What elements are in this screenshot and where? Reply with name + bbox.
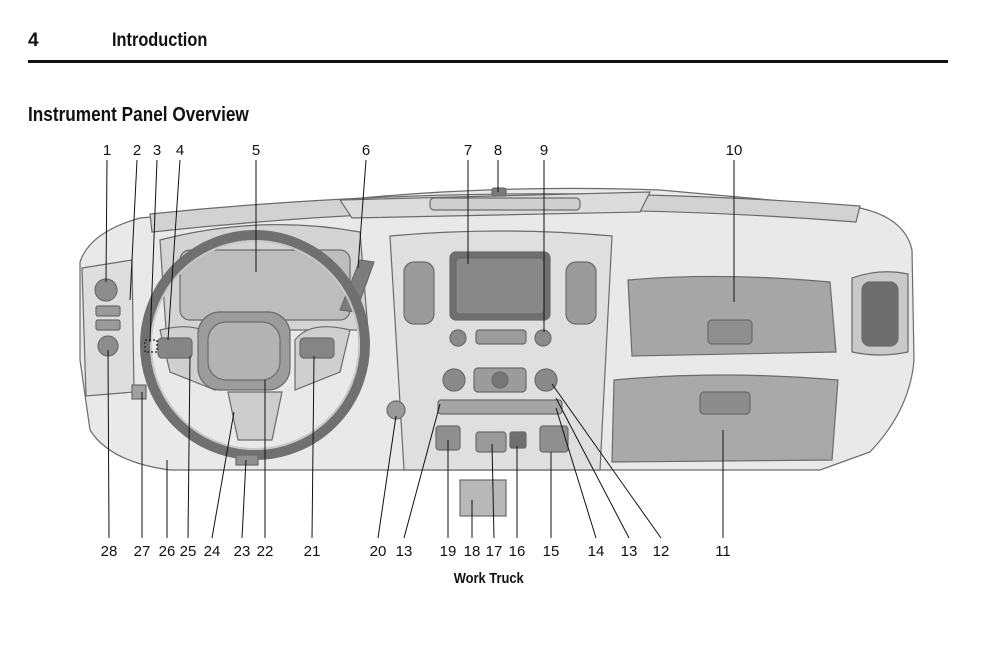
callout-26: 26 [159,543,176,560]
callout-19: 19 [440,543,457,560]
callout-5: 5 [252,142,260,159]
leader-lines [105,159,735,539]
callout-15: 15 [543,543,560,560]
callout-7: 7 [464,142,472,159]
callout-13-left: 13 [396,543,413,560]
callout-4: 4 [176,142,184,159]
callout-1: 1 [103,142,111,159]
callout-25: 25 [180,543,197,560]
callout-2: 2 [133,142,141,159]
callout-20: 20 [370,543,387,560]
figure-caption: Work Truck [0,570,978,587]
callout-23: 23 [234,543,251,560]
callout-16: 16 [509,543,526,560]
callout-11: 11 [715,543,731,560]
callout-10: 10 [726,142,743,159]
callout-22: 22 [257,543,274,560]
callout-21: 21 [304,543,321,560]
callout-12: 12 [653,543,670,560]
callout-9: 9 [540,142,548,159]
callout-numbers: 1 2 3 4 5 6 7 8 9 10 28 27 26 25 24 23 2… [101,142,743,560]
callout-17: 17 [486,543,503,560]
callout-8: 8 [494,142,502,159]
dashboard-drawing [79,187,915,517]
callout-13-right: 13 [621,543,638,560]
page-number: 4 [28,30,39,51]
callout-14: 14 [588,543,605,560]
callout-24: 24 [204,543,221,560]
section-title: Instrument Panel Overview [28,104,249,126]
callout-6: 6 [362,142,370,159]
chapter-title: Introduction [112,30,208,51]
callout-28: 28 [101,543,118,560]
page-header: 4 Introduction [28,26,948,63]
figure-caption-text: Work Truck [453,570,525,587]
callout-18: 18 [464,543,481,560]
callout-27: 27 [134,543,151,560]
callout-3: 3 [153,142,161,159]
